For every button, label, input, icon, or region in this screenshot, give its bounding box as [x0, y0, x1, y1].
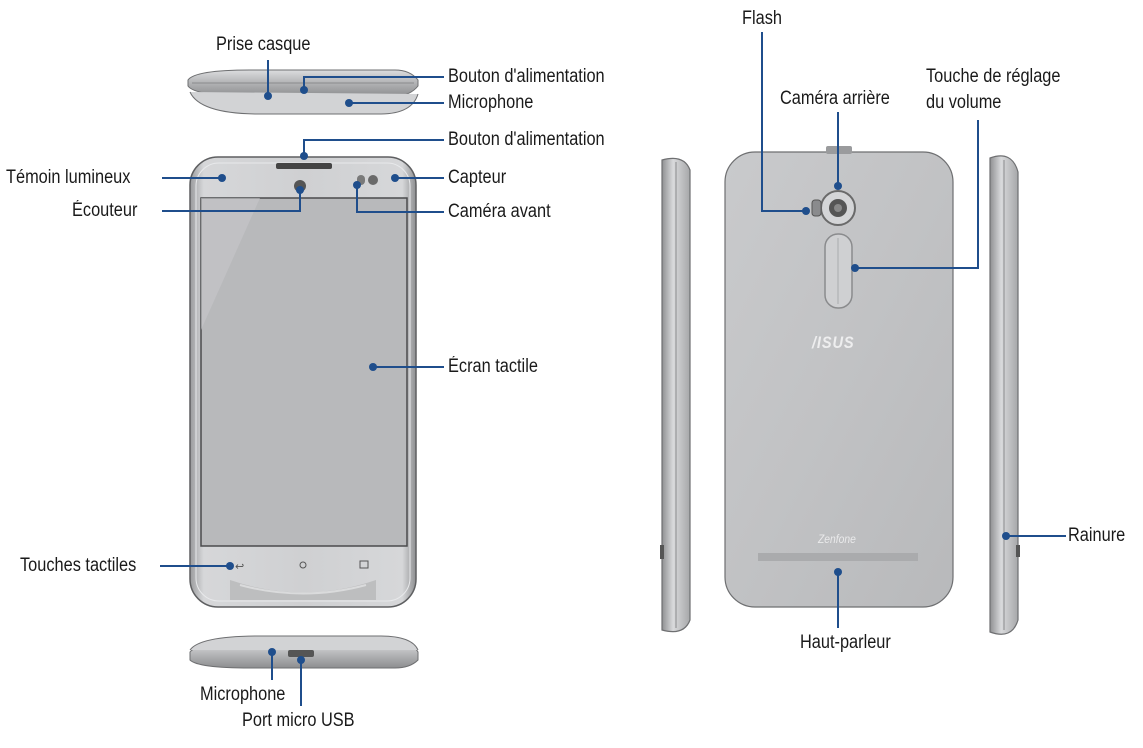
micro-usb-port — [288, 650, 314, 657]
right-side-view — [989, 155, 1020, 635]
front-view: ↩ — [189, 156, 417, 608]
earpiece-grille — [276, 163, 332, 169]
label-microphone-top: Microphone — [448, 92, 534, 113]
label-flash: Flash — [742, 8, 782, 29]
label-sensor: Capteur — [448, 167, 507, 188]
label-groove: Rainure — [1068, 525, 1126, 546]
left-side-view — [660, 157, 691, 633]
label-power-button-top: Bouton d'alimentation — [448, 66, 605, 87]
label-power-button-front: Bouton d'alimentation — [448, 129, 605, 150]
label-touchscreen: Écran tactile — [448, 356, 538, 377]
label-microphone-bottom: Microphone — [200, 684, 286, 705]
touch-keys: ↩ — [235, 560, 369, 573]
label-headphone-jack: Prise casque — [216, 34, 311, 55]
speaker-grille — [758, 553, 918, 561]
model-name: Zenfone — [818, 532, 856, 546]
label-rear-camera: Caméra arrière — [780, 88, 890, 109]
touchscreen-area — [200, 197, 408, 547]
bottom-edge-view — [189, 635, 419, 669]
label-micro-usb-port: Port micro USB — [242, 710, 355, 731]
flash-unit — [811, 199, 822, 217]
label-speaker: Haut-parleur — [800, 632, 891, 653]
label-volume-key-line1: Touche de réglage — [926, 66, 1061, 87]
label-touch-keys: Touches tactiles — [20, 555, 137, 576]
label-earpiece: Écouteur — [72, 200, 138, 221]
label-volume-key-line2: du volume — [926, 92, 1002, 113]
front-camera-lens — [368, 175, 378, 185]
label-front-camera: Caméra avant — [448, 201, 551, 222]
brand-logo: /ISUS — [812, 333, 855, 352]
svg-text:↩: ↩ — [235, 561, 244, 573]
callout-dots — [218, 86, 1010, 664]
callout-lines — [160, 32, 1066, 706]
label-notification-led: Témoin lumineux — [6, 167, 131, 188]
